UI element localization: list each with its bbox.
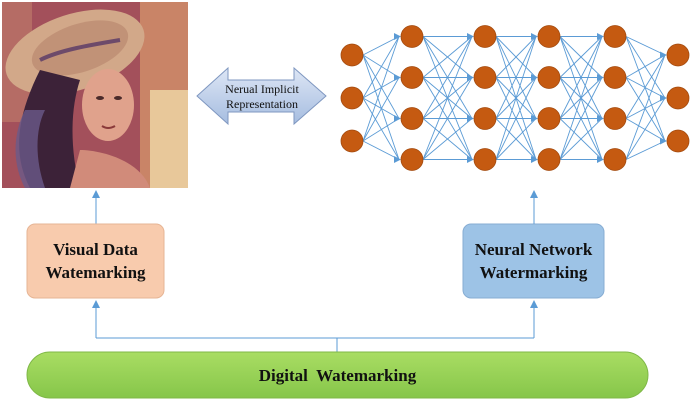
network-edge bbox=[625, 77, 666, 99]
visual-watermarking-box bbox=[26, 223, 165, 299]
network-arrowhead bbox=[660, 94, 667, 102]
network-edge bbox=[422, 118, 473, 160]
network-arrowhead bbox=[467, 115, 474, 122]
network-node bbox=[473, 25, 497, 48]
network-edge bbox=[362, 54, 400, 78]
network-edge bbox=[362, 54, 400, 119]
network-edge bbox=[559, 36, 603, 78]
network-edge bbox=[495, 36, 537, 119]
network-edge bbox=[559, 77, 603, 160]
network-node bbox=[537, 66, 561, 89]
network-edge bbox=[422, 77, 473, 160]
network-edge bbox=[495, 36, 537, 78]
network-edge bbox=[362, 97, 400, 119]
visual-box-label: Visual Data Watemarking bbox=[27, 238, 164, 284]
network-node bbox=[340, 129, 364, 153]
network-arrowhead bbox=[660, 137, 667, 145]
network-edge bbox=[559, 36, 603, 160]
network-edge bbox=[625, 36, 666, 142]
network-edges bbox=[362, 33, 667, 163]
network-edge bbox=[625, 118, 666, 142]
network-arrowhead bbox=[597, 74, 604, 81]
network-edge bbox=[495, 118, 537, 160]
implicit-label-line2: Representation bbox=[226, 97, 298, 111]
network-edge bbox=[559, 36, 603, 119]
network-edge bbox=[422, 36, 473, 119]
network-edge bbox=[362, 54, 400, 160]
network-edge bbox=[422, 36, 473, 160]
network-node bbox=[603, 107, 627, 130]
network-edge bbox=[362, 118, 400, 142]
network-edge bbox=[362, 36, 400, 99]
network-node bbox=[473, 148, 497, 171]
network-arrowhead bbox=[394, 156, 401, 163]
visual-box-line2: Watemarking bbox=[45, 263, 146, 282]
network-arrowhead bbox=[660, 51, 667, 59]
neural-box-label: Neural Network Watermarking bbox=[463, 238, 604, 284]
network-edge bbox=[625, 36, 666, 99]
double-arrow-implicit-representation bbox=[196, 66, 327, 126]
neural-box-line2: Watermarking bbox=[479, 263, 588, 282]
network-edge bbox=[422, 36, 473, 78]
network-arrowhead bbox=[531, 115, 538, 122]
network-edge bbox=[495, 36, 537, 160]
base-label: Digital Watemarking bbox=[258, 366, 417, 385]
network-arrowhead bbox=[531, 74, 538, 81]
network-node bbox=[400, 148, 424, 171]
network-edge bbox=[625, 54, 666, 119]
arrow-visual-to-photo bbox=[92, 190, 100, 224]
network-arrowhead bbox=[467, 33, 474, 40]
network-arrowhead bbox=[467, 74, 474, 81]
network-node bbox=[473, 107, 497, 130]
implicit-label: Nerual Implicit Representation bbox=[214, 82, 310, 112]
arrow-neural-to-network bbox=[530, 190, 538, 224]
network-edge bbox=[362, 97, 400, 160]
network-arrowhead bbox=[394, 115, 401, 122]
implicit-label-line1: Nerual Implicit bbox=[225, 82, 299, 96]
network-node bbox=[537, 107, 561, 130]
network-edge bbox=[625, 140, 666, 160]
network-arrowhead bbox=[467, 156, 474, 163]
network-node bbox=[400, 25, 424, 48]
network-arrowhead bbox=[531, 33, 538, 40]
network-edge bbox=[625, 97, 666, 160]
network-edge bbox=[625, 54, 666, 78]
network-arrowhead bbox=[597, 33, 604, 40]
network-node bbox=[537, 25, 561, 48]
network-edge bbox=[559, 118, 603, 160]
network-edge bbox=[362, 36, 400, 56]
portrait-photo bbox=[2, 2, 188, 188]
network-node bbox=[537, 148, 561, 171]
network-arrowhead bbox=[394, 74, 401, 81]
network-arrowhead bbox=[597, 115, 604, 122]
network-node bbox=[603, 25, 627, 48]
network-node bbox=[473, 66, 497, 89]
digital-watermarking-bar bbox=[26, 351, 649, 399]
visual-box-line1: Visual Data bbox=[53, 240, 138, 259]
network-node bbox=[400, 107, 424, 130]
neural-box-line1: Neural Network bbox=[474, 240, 593, 259]
network-nodes bbox=[340, 25, 690, 171]
network-node bbox=[400, 66, 424, 89]
network-arrowhead bbox=[531, 156, 538, 163]
base-connectors bbox=[92, 300, 538, 352]
network-edge bbox=[625, 54, 666, 160]
network-node bbox=[666, 43, 690, 67]
network-edge bbox=[625, 36, 666, 56]
network-edge bbox=[362, 140, 400, 160]
network-edge bbox=[362, 77, 400, 142]
network-edge bbox=[625, 77, 666, 142]
network-edge bbox=[495, 77, 537, 160]
network-node bbox=[666, 86, 690, 110]
network-arrowhead bbox=[597, 156, 604, 163]
network-node bbox=[603, 66, 627, 89]
network-node bbox=[340, 86, 364, 110]
network-node bbox=[603, 148, 627, 171]
network-arrowhead bbox=[394, 33, 401, 40]
network-node bbox=[340, 43, 364, 67]
network-node bbox=[666, 129, 690, 153]
network-edge bbox=[362, 36, 400, 142]
